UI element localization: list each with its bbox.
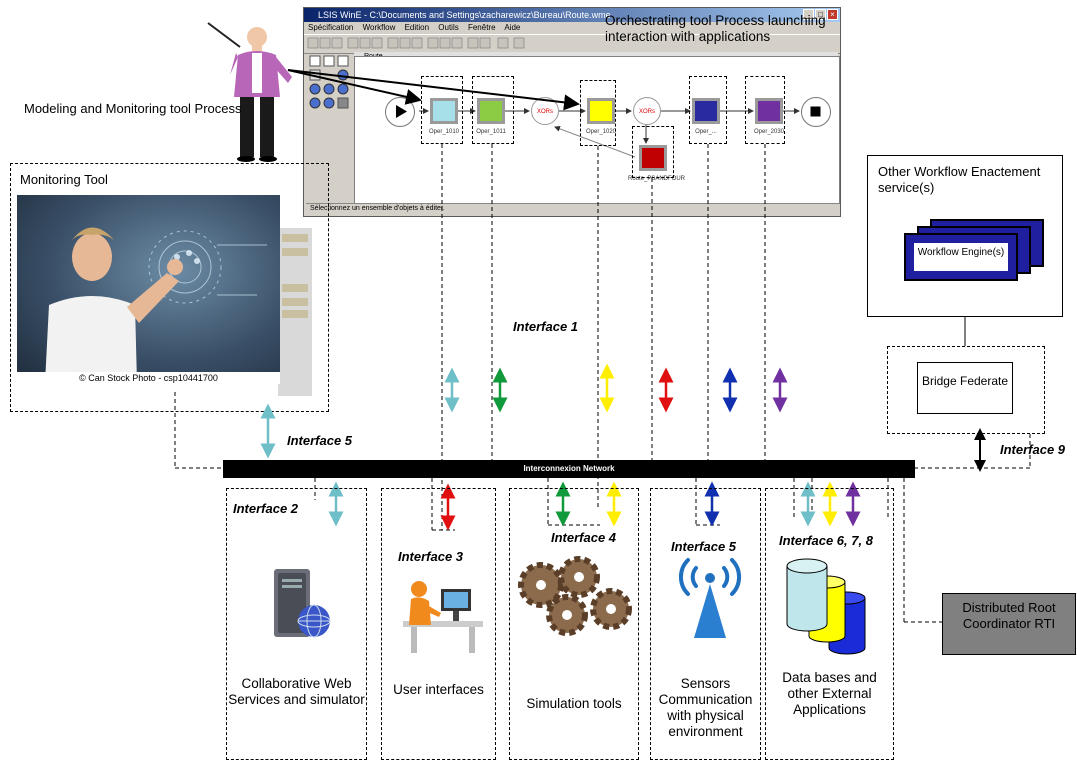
task-highlight (632, 126, 674, 178)
menu-bar: Spécification Workflow Edition Outils Fe… (304, 22, 840, 34)
interconnexion-network-bar: Interconnexion Network (223, 460, 915, 478)
app-box-web (226, 488, 367, 760)
interface-2-label: Interface 2 (233, 501, 299, 516)
gears-icon (518, 556, 632, 636)
xor-gateway-1[interactable]: XORs (531, 97, 559, 125)
server-globe-icon (274, 569, 331, 638)
photo-caption: © Can Stock Photo - csp10441700 (17, 372, 280, 384)
workflow-editor-window: LSIS WinE - C:\Documents and Settings\za… (303, 7, 841, 217)
menu-outils[interactable]: Outils (438, 23, 459, 32)
monitoring-screen-panel (278, 228, 312, 396)
user-at-computer-icon (403, 581, 483, 653)
menu-aide[interactable]: Aide (504, 23, 521, 32)
task-highlight (421, 76, 463, 144)
task-label: Oper_2030 (753, 129, 785, 135)
toolbar-icons[interactable] (304, 35, 534, 51)
task-label: Route_PSANDFOUR (628, 176, 686, 182)
task-oper-1010[interactable] (430, 98, 458, 124)
database-cylinders-icon (786, 558, 866, 655)
bridge-federate-box: Bridge Federate (917, 362, 1013, 414)
interface-5-top-label: Interface 5 (287, 433, 353, 448)
task-highlight (580, 80, 616, 146)
task-label: Oper_1011 (476, 129, 506, 135)
conductor-person-icon (207, 22, 292, 162)
maximize-icon[interactable]: □ (815, 9, 826, 20)
task-oper-2030[interactable] (755, 98, 783, 124)
wireless-antenna-icon (678, 558, 742, 638)
bridge-dashed-box (887, 346, 1045, 434)
task-label: Oper_1020 (585, 129, 617, 135)
app-box-db (765, 488, 894, 760)
interface-4-label: Interface 4 (551, 530, 617, 545)
app-label-db: Data bases and other External Applicatio… (782, 670, 877, 717)
close-icon[interactable]: × (827, 9, 838, 20)
task-label: Oper_1010 (428, 129, 460, 135)
interface-9-label: Interface 9 (1000, 442, 1066, 457)
interface-5-bottom-label: Interface 5 (671, 539, 737, 554)
xor-gateway-2[interactable]: XORs (633, 97, 661, 125)
app-label-sensors: Sensors Communication with physical envi… (658, 676, 753, 739)
modeling-label: Modeling and Monitoring tool Process (24, 101, 242, 116)
workflow-engine-box: Workflow Engine(s) (904, 233, 1018, 281)
other-workflow-label: Other Workflow Enactement service(s) (878, 164, 1041, 195)
app-box-sensors (650, 488, 761, 760)
task-oper-1011[interactable] (477, 98, 505, 124)
interface-3-label: Interface 3 (398, 549, 464, 564)
distributed-root-coordinator-box: Distributed Root Coordinator RTI (942, 593, 1076, 655)
task-highlight (472, 76, 514, 144)
menu-specification[interactable]: Spécification (308, 23, 354, 32)
minimize-icon[interactable]: _ (803, 9, 814, 20)
monitoring-tool-title: Monitoring Tool (20, 172, 108, 187)
menu-edition[interactable]: Edition (404, 23, 430, 32)
task-oper-blue[interactable] (692, 98, 720, 124)
task-highlight (745, 76, 785, 144)
menu-workflow[interactable]: Workflow (362, 23, 396, 32)
app-box-sim (509, 488, 639, 760)
app-label-ui: User interfaces (393, 682, 484, 697)
task-label: Oper_... (695, 129, 717, 135)
task-oper-1020[interactable] (587, 98, 615, 124)
palette-icons[interactable] (308, 54, 352, 114)
task-highlight (689, 76, 727, 144)
app-box-ui (381, 488, 496, 760)
app-label-web: Collaborative Web Services and simulator (228, 676, 365, 707)
monitoring-tool-box (10, 163, 329, 412)
touchscreen-person-icon (45, 227, 267, 383)
status-bar: Sélectionnez un ensemble d'objets à édit… (306, 203, 838, 214)
interface-1-label: Interface 1 (513, 319, 579, 334)
end-event-icon[interactable] (801, 97, 831, 127)
orchestrating-label: Orchestrating tool Process launching int… (605, 13, 826, 44)
workflow-engine-label: Workflow Engine(s) (914, 243, 1008, 271)
interface-678-label: Interface 6, 7, 8 (779, 533, 873, 548)
task-route[interactable] (639, 145, 667, 171)
monitoring-photo (17, 195, 280, 383)
window-title: LSIS WinE - C:\Documents and Settings\za… (304, 8, 840, 22)
menu-fenetre[interactable]: Fenêtre (467, 23, 496, 32)
start-event-icon[interactable] (385, 97, 415, 127)
app-label-sim: Simulation tools (526, 696, 622, 711)
